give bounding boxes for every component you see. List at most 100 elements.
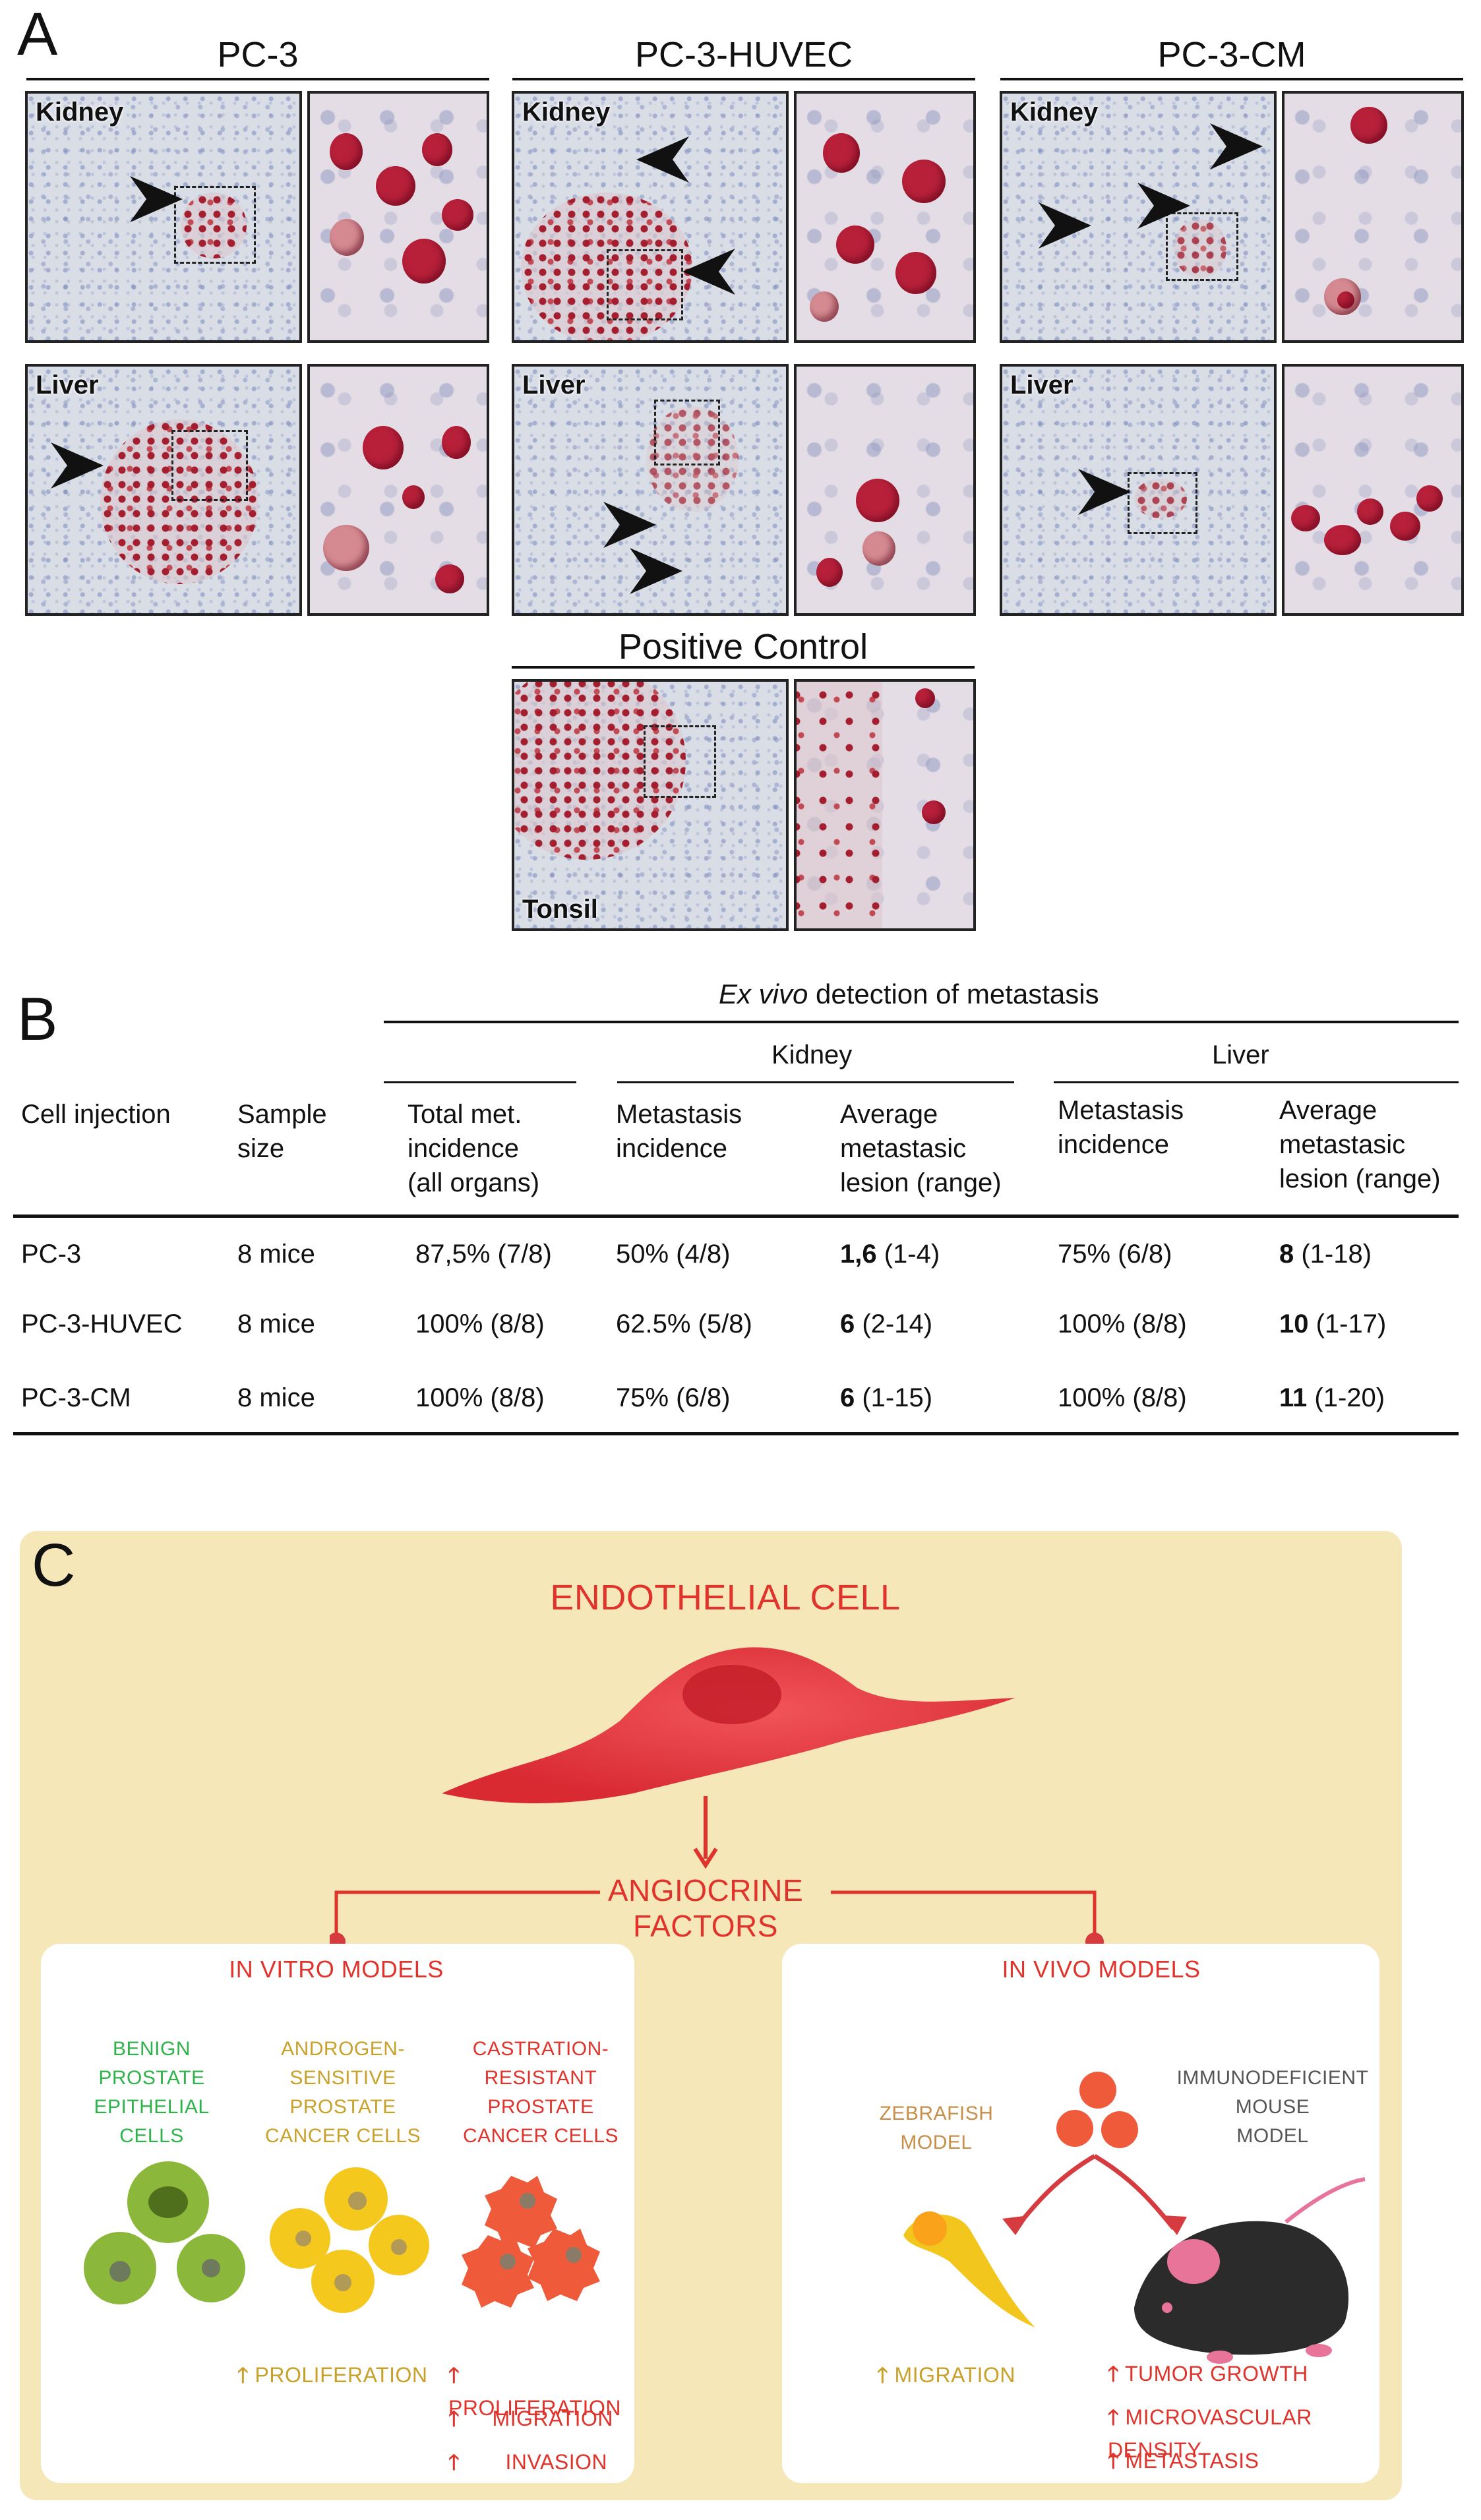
zoom-region-box xyxy=(1128,472,1197,534)
in-vivo-box xyxy=(782,1944,1379,2483)
cell-injection: PC-3-HUVEC xyxy=(21,1309,183,1338)
panel-b-letter: B xyxy=(17,986,58,1053)
stained-nucleus xyxy=(435,564,464,593)
castration-effect-migration: 🡑 MIGRATION xyxy=(448,2404,633,2440)
up-arrow-icon: 🡑 xyxy=(448,2363,460,2387)
cell-total-met: 87,5% (7/8) xyxy=(415,1240,552,1269)
stained-nucleus xyxy=(1337,291,1354,309)
zoom-region-box xyxy=(171,430,248,501)
organ-label-liver: Liver xyxy=(36,371,99,400)
stained-nucleus xyxy=(330,219,364,256)
zoom-region-box xyxy=(174,186,256,264)
arrowhead-icon xyxy=(603,502,656,548)
cell-liver-incidence: 100% (8/8) xyxy=(1058,1309,1187,1338)
stained-nucleus xyxy=(1324,525,1361,555)
arrowhead-icon xyxy=(1039,202,1091,249)
kidney-group-header: Kidney xyxy=(771,1040,853,1069)
group-title-pc3: PC-3 xyxy=(217,35,299,75)
tumor-cluster xyxy=(181,193,247,258)
stained-nucleus xyxy=(402,239,446,284)
stained-nucleus xyxy=(1350,107,1387,144)
cell-liver-incidence: 100% (8/8) xyxy=(1058,1383,1187,1412)
stained-nucleus xyxy=(902,160,946,203)
micrograph-pc3-cm-kidney-zoom xyxy=(1282,91,1464,343)
arrowhead-icon xyxy=(636,136,689,183)
panel-c-letter: C xyxy=(32,1532,76,1599)
micrograph-pc3-kidney-zoom xyxy=(307,91,489,343)
tissue-label-tonsil: Tonsil xyxy=(522,895,598,924)
zoom-region-box xyxy=(654,400,720,465)
stained-nucleus xyxy=(895,252,936,294)
group-title-pc3-cm: PC-3-CM xyxy=(1157,35,1306,75)
micrograph-pc3-liver: Liver xyxy=(25,364,302,616)
androgen-cells-illustration xyxy=(270,2167,429,2313)
stained-nucleus xyxy=(823,133,860,173)
cell-liver-average: 11 (1-20) xyxy=(1279,1383,1385,1412)
organ-label-liver: Liver xyxy=(1010,371,1073,400)
up-arrow-icon: 🡑 xyxy=(1108,2449,1120,2473)
cell-injection: PC-3-CM xyxy=(21,1383,131,1412)
group-title-pc3-huvec: PC-3-HUVEC xyxy=(634,35,853,75)
stained-nucleus xyxy=(856,479,899,522)
stained-nucleus xyxy=(922,800,946,824)
zoom-region-box xyxy=(1166,212,1238,281)
liver-group-header: Liver xyxy=(1212,1040,1269,1069)
cell-kidney-average: 1,6 (1-4) xyxy=(840,1240,940,1269)
table-super-header: Ex vivo detection of metastasis xyxy=(719,977,1099,1011)
stained-nucleus xyxy=(442,426,471,459)
in-vivo-title: IN VIVO MODELS xyxy=(1002,1956,1201,1983)
micrograph-pc3-kidney: Kidney xyxy=(25,91,302,343)
mouse-effect-microvascular-density: 🡑 MICROVASCULAR DENSITY xyxy=(1108,2403,1378,2463)
arrowhead-icon xyxy=(130,176,183,222)
group-rule-pc3 xyxy=(26,78,489,80)
cell-injection: PC-3 xyxy=(21,1240,82,1269)
zoom-region-box xyxy=(607,249,683,320)
stained-nucleus xyxy=(323,525,369,571)
arrowhead-icon xyxy=(51,442,104,489)
tumor-cluster xyxy=(1174,219,1226,278)
organ-label-liver: Liver xyxy=(522,371,586,400)
tumor-cluster xyxy=(797,682,882,928)
tumor-cluster xyxy=(646,406,739,512)
up-arrow-icon: 🡑 xyxy=(1108,2362,1120,2385)
arrowhead-icon xyxy=(1137,183,1190,229)
super-header-rest: detection of metastasis xyxy=(808,978,1099,1009)
micrograph-tonsil-zoom xyxy=(794,679,976,931)
stained-nucleus xyxy=(442,199,473,231)
micrograph-pc3-cm-liver: Liver xyxy=(1000,364,1277,616)
micrograph-pc3-huvec-kidney: Kidney xyxy=(512,91,789,343)
italic-ex-vivo: Ex vivo xyxy=(719,978,808,1009)
micrograph-pc3-huvec-liver-zoom xyxy=(794,364,976,616)
col-header-total-met: Total met.incidence(all organs) xyxy=(408,1100,540,1197)
col-header-cell-injection: Cell injection xyxy=(21,1100,171,1129)
kidney-group-rule xyxy=(617,1081,1014,1083)
androgen-effect-proliferation: 🡑 PROLIFERATION xyxy=(237,2360,435,2396)
stained-nucleus xyxy=(1416,485,1443,512)
in-vitro-title: IN VITRO MODELS xyxy=(229,1956,444,1983)
liver-group-rule xyxy=(1054,1081,1459,1083)
castration-effect-proliferation: 🡑 PROLIFERATION xyxy=(448,2360,633,2420)
endothelial-cell-illustration xyxy=(442,1647,1015,1803)
tumor-cells-illustration xyxy=(1056,2072,1138,2148)
micrograph-tonsil: Tonsil xyxy=(512,679,789,931)
table-bottom-rule xyxy=(13,1432,1459,1435)
arrowhead-icon xyxy=(630,548,682,594)
branching-arrows xyxy=(1002,2153,1187,2235)
micrograph-pc3-cm-kidney: Kidney xyxy=(1000,91,1277,343)
stained-nucleus xyxy=(915,688,935,708)
up-arrow-icon: 🡑 xyxy=(877,2363,889,2387)
mouse-illustration xyxy=(1134,2177,1366,2364)
up-arrow-icon: 🡑 xyxy=(448,2407,460,2430)
arrowhead-icon xyxy=(1210,123,1263,169)
table-header-rule xyxy=(13,1215,1459,1218)
total-col-rule xyxy=(384,1081,576,1083)
benign-cells-illustration xyxy=(84,2161,245,2304)
cell-liver-average: 8 (1-18) xyxy=(1279,1240,1372,1269)
stained-nucleus xyxy=(402,485,425,509)
arrowhead-icon xyxy=(682,249,735,295)
zoom-region-box xyxy=(644,725,716,798)
